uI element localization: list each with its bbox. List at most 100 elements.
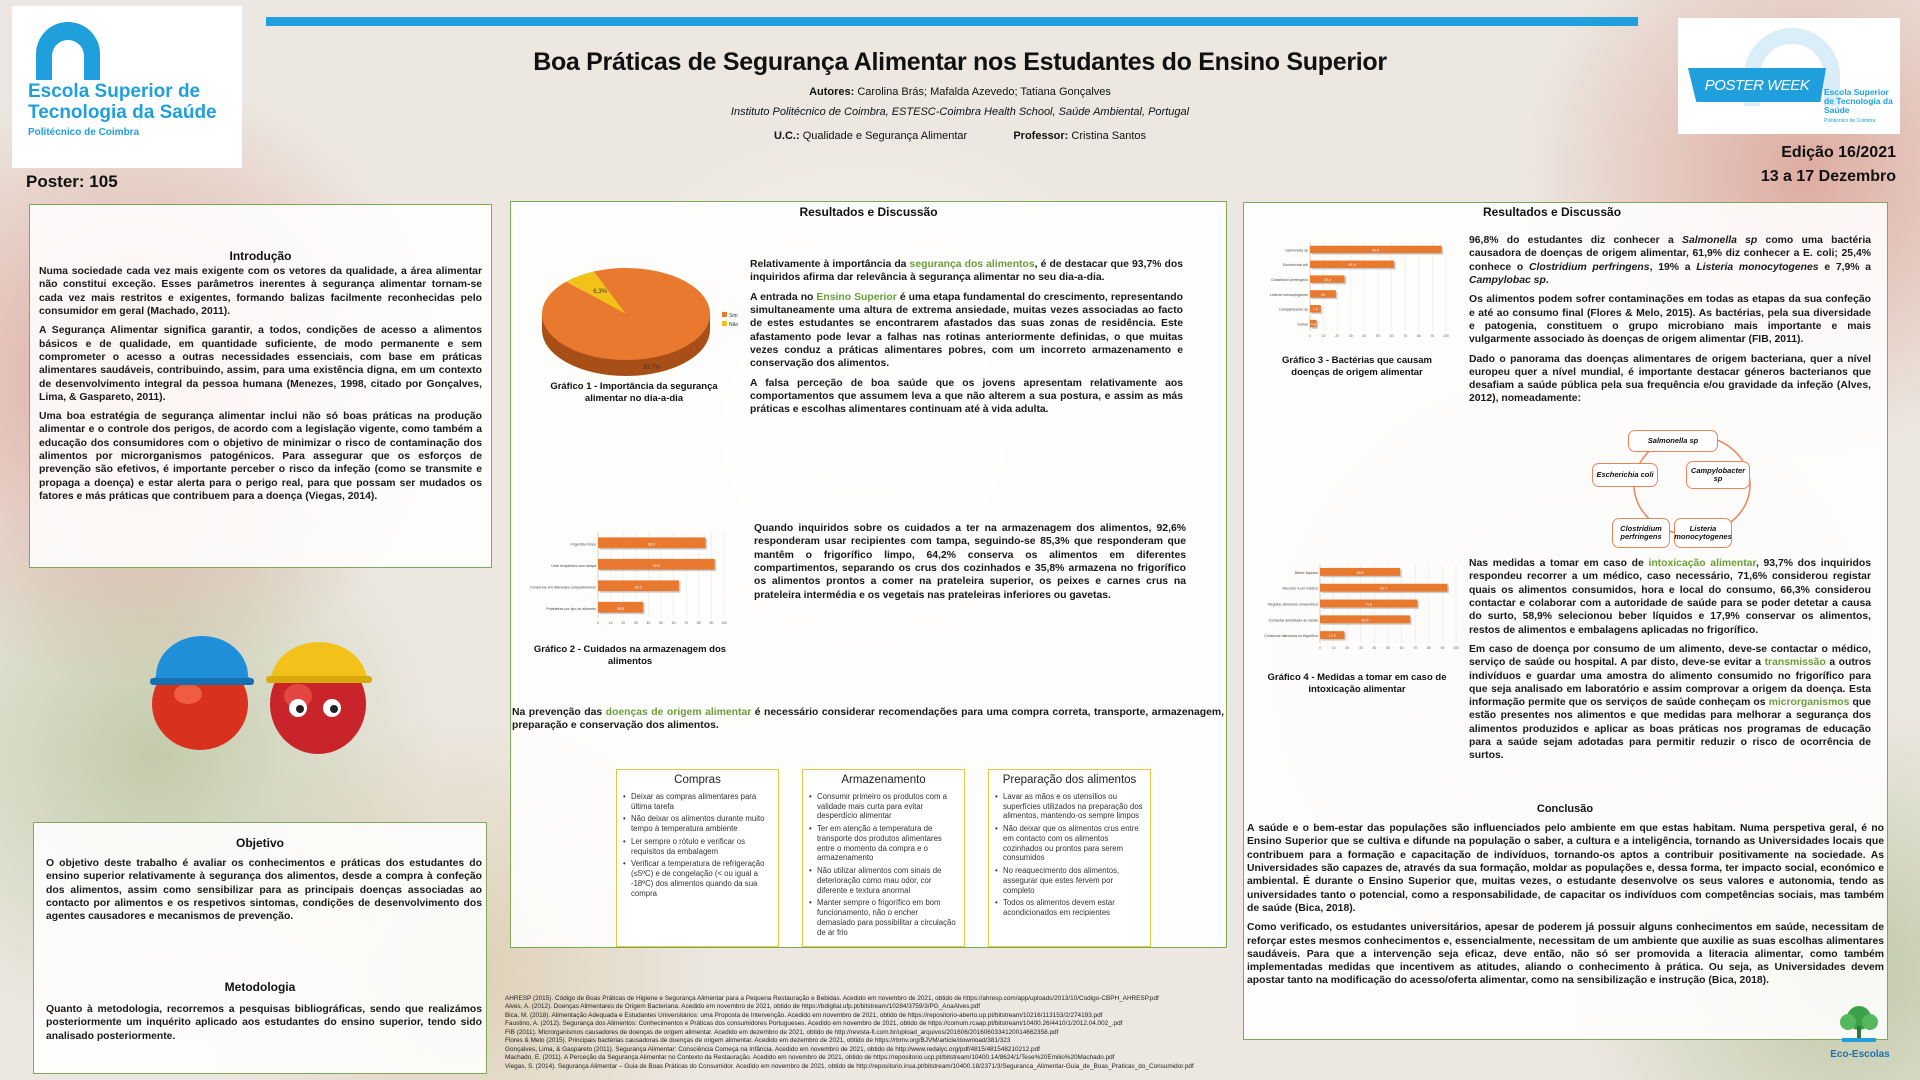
pie-label-0: 93,7%: [643, 365, 661, 371]
bacteria-node-clostridium: Clostridium perfringens: [1612, 518, 1670, 548]
bar-value-label: 35.8: [617, 607, 624, 611]
bar-value-label: 85.3: [648, 542, 655, 546]
poster-week-banner: POSTER WEEK: [1688, 68, 1826, 102]
intro-text: Numa sociedade cada vez mais exigente co…: [39, 266, 482, 502]
x-tick-label: 80: [1427, 646, 1431, 650]
x-tick-label: 60: [1400, 646, 1404, 650]
references: AHRESP (2015). Código de Boas Práticas d…: [505, 995, 1194, 1070]
x-tick-label: 40: [1362, 334, 1366, 338]
tomato-pepper-illustration: [150, 636, 372, 754]
metodologia-title: Metodologia: [224, 980, 296, 994]
legend-label-1: Não: [729, 322, 738, 328]
box-preparacao: Preparação dos alimentos Lavar as mãos e…: [988, 769, 1151, 947]
category-label: Registar alimentos consumidos: [1268, 602, 1318, 606]
bar-5: [1310, 319, 1317, 328]
bar-3: [598, 601, 644, 613]
poster-week-school: Escola Superior de Tecnologia da Saúde: [1824, 87, 1893, 115]
institution: Instituto Politécnico de Coimbra, ESTESC…: [730, 106, 1190, 118]
objetivo-panel: [33, 822, 487, 1074]
x-tick-label: 100: [1453, 646, 1459, 650]
category-label: Salmonella sp: [1285, 248, 1308, 252]
bar-value-label: 17.9: [1329, 634, 1336, 638]
bar-value-label: 64.2: [635, 585, 642, 589]
uc-line: U.C.: Qualidade e Segurança Alimentar Pr…: [773, 130, 1147, 142]
x-tick-label: 80: [1417, 334, 1421, 338]
bar-3: [1320, 615, 1411, 624]
bacteria-node-campylobacter: Campylobacter sp: [1686, 461, 1750, 489]
category-label: Escherichia coli: [1283, 263, 1308, 267]
results1-title: Resultados e Discussão: [799, 205, 938, 219]
school-name: Escola Superior de Tecnologia da Saúde: [28, 81, 217, 123]
authors: Carolina Brás; Mafalda Azevedo; Tatiana …: [857, 86, 1111, 98]
bacteria-node-ecoli: Escherichia coli: [1592, 463, 1658, 487]
category-label: Contactar autoridade de saúde: [1269, 618, 1318, 622]
bar-1: [598, 558, 715, 570]
x-tick-label: 50: [659, 621, 663, 625]
bar-value-label: 93.7: [1380, 587, 1387, 591]
legend-label-0: Sim: [729, 313, 738, 319]
intro-title: Introdução: [229, 249, 292, 263]
results1-text-c: Na prevenção das doenças de origem alime…: [512, 707, 1224, 732]
results1-text-b: Quando inquiridos sobre os cuidados a te…: [754, 523, 1186, 601]
bar-value-label: 25.4: [1324, 278, 1331, 282]
x-tick-label: 50: [1386, 646, 1390, 650]
bar-value-label: 7.9: [1313, 308, 1318, 312]
edition: Edição 16/2021: [1781, 144, 1896, 161]
x-tick-label: 40: [646, 621, 650, 625]
eco-escolas-label: Eco-Escolas: [1830, 1049, 1890, 1060]
school-logo: Escola Superior de Tecnologia da Saúde P…: [12, 6, 242, 168]
box-compras: Compras Deixar as compras alimentares pa…: [616, 769, 779, 947]
bar-2: [1310, 275, 1345, 283]
legend-swatch-1: [722, 321, 727, 326]
category-label: Conservar em diferentes compartimentos: [530, 585, 596, 589]
bar-2: [598, 580, 679, 592]
chart-4-caption: Gráfico 4 - Medidas a tomar em caso de i…: [1267, 672, 1447, 695]
results1-text-a: Relativamente à importância da segurança…: [750, 259, 1183, 416]
pie-label-1: 6,3%: [593, 289, 607, 295]
x-tick-label: 30: [1349, 334, 1353, 338]
x-tick-label: 20: [1345, 646, 1349, 650]
chart-1-caption: Gráfico 1 - Importância da segurança ali…: [550, 381, 718, 404]
x-tick-label: 0: [597, 621, 599, 625]
x-tick-label: 40: [1372, 646, 1376, 650]
category-label: Conservar alimentos no frigorífico: [1264, 634, 1318, 638]
x-tick-label: 10: [1332, 646, 1336, 650]
x-tick-label: 30: [634, 621, 638, 625]
poster-title: Boa Práticas de Segurança Alimentar nos …: [533, 48, 1387, 76]
bar-4: [1320, 631, 1345, 640]
x-tick-label: 90: [1430, 334, 1434, 338]
authors-line: Autores: Carolina Brás; Mafalda Azevedo;…: [809, 86, 1111, 98]
category-label: Beber líquidos: [1295, 571, 1318, 575]
top-accent-bar: [266, 17, 1638, 26]
intro-panel: Introdução Numa sociedade cada vez mais …: [29, 204, 492, 568]
x-tick-label: 70: [684, 621, 688, 625]
x-tick-label: 30: [1359, 646, 1363, 650]
chart-3-caption: Gráfico 3 - Bactérias que causam doenças…: [1282, 355, 1432, 378]
bar-4: [1310, 305, 1321, 313]
poster-number: Poster: 105: [26, 172, 118, 191]
x-tick-label: 90: [1440, 646, 1444, 650]
objetivo-text: O objetivo deste trabalho é avaliar os c…: [46, 858, 482, 923]
results2-text-b: Nas medidas a tomar em caso de intoxicaç…: [1469, 558, 1872, 762]
bar-value-label: 61.9: [1349, 263, 1356, 267]
poster-week-logo: POSTER WEEK Escola Superior de Tecnologi…: [1678, 18, 1900, 134]
x-tick-label: 90: [709, 621, 713, 625]
x-tick-label: 60: [672, 621, 676, 625]
x-tick-label: 20: [1335, 334, 1339, 338]
legend-swatch-0: [722, 312, 727, 317]
category-label: Recorrer a um médico: [1282, 587, 1318, 591]
eco-escolas-tree-icon: [1840, 1006, 1878, 1042]
x-tick-label: 60: [1390, 334, 1394, 338]
x-tick-label: 70: [1413, 646, 1417, 650]
x-tick-label: 10: [1322, 334, 1326, 338]
bar-1: [1320, 583, 1448, 592]
poster-week-arch-icon: [1744, 28, 1840, 106]
bar-0: [598, 537, 706, 549]
bar-0: [1320, 567, 1401, 576]
category-label: Campylobacter sp: [1279, 308, 1308, 312]
category-label: Frigorífico limpo: [570, 542, 596, 546]
bar-value-label: 92.6: [653, 564, 660, 568]
